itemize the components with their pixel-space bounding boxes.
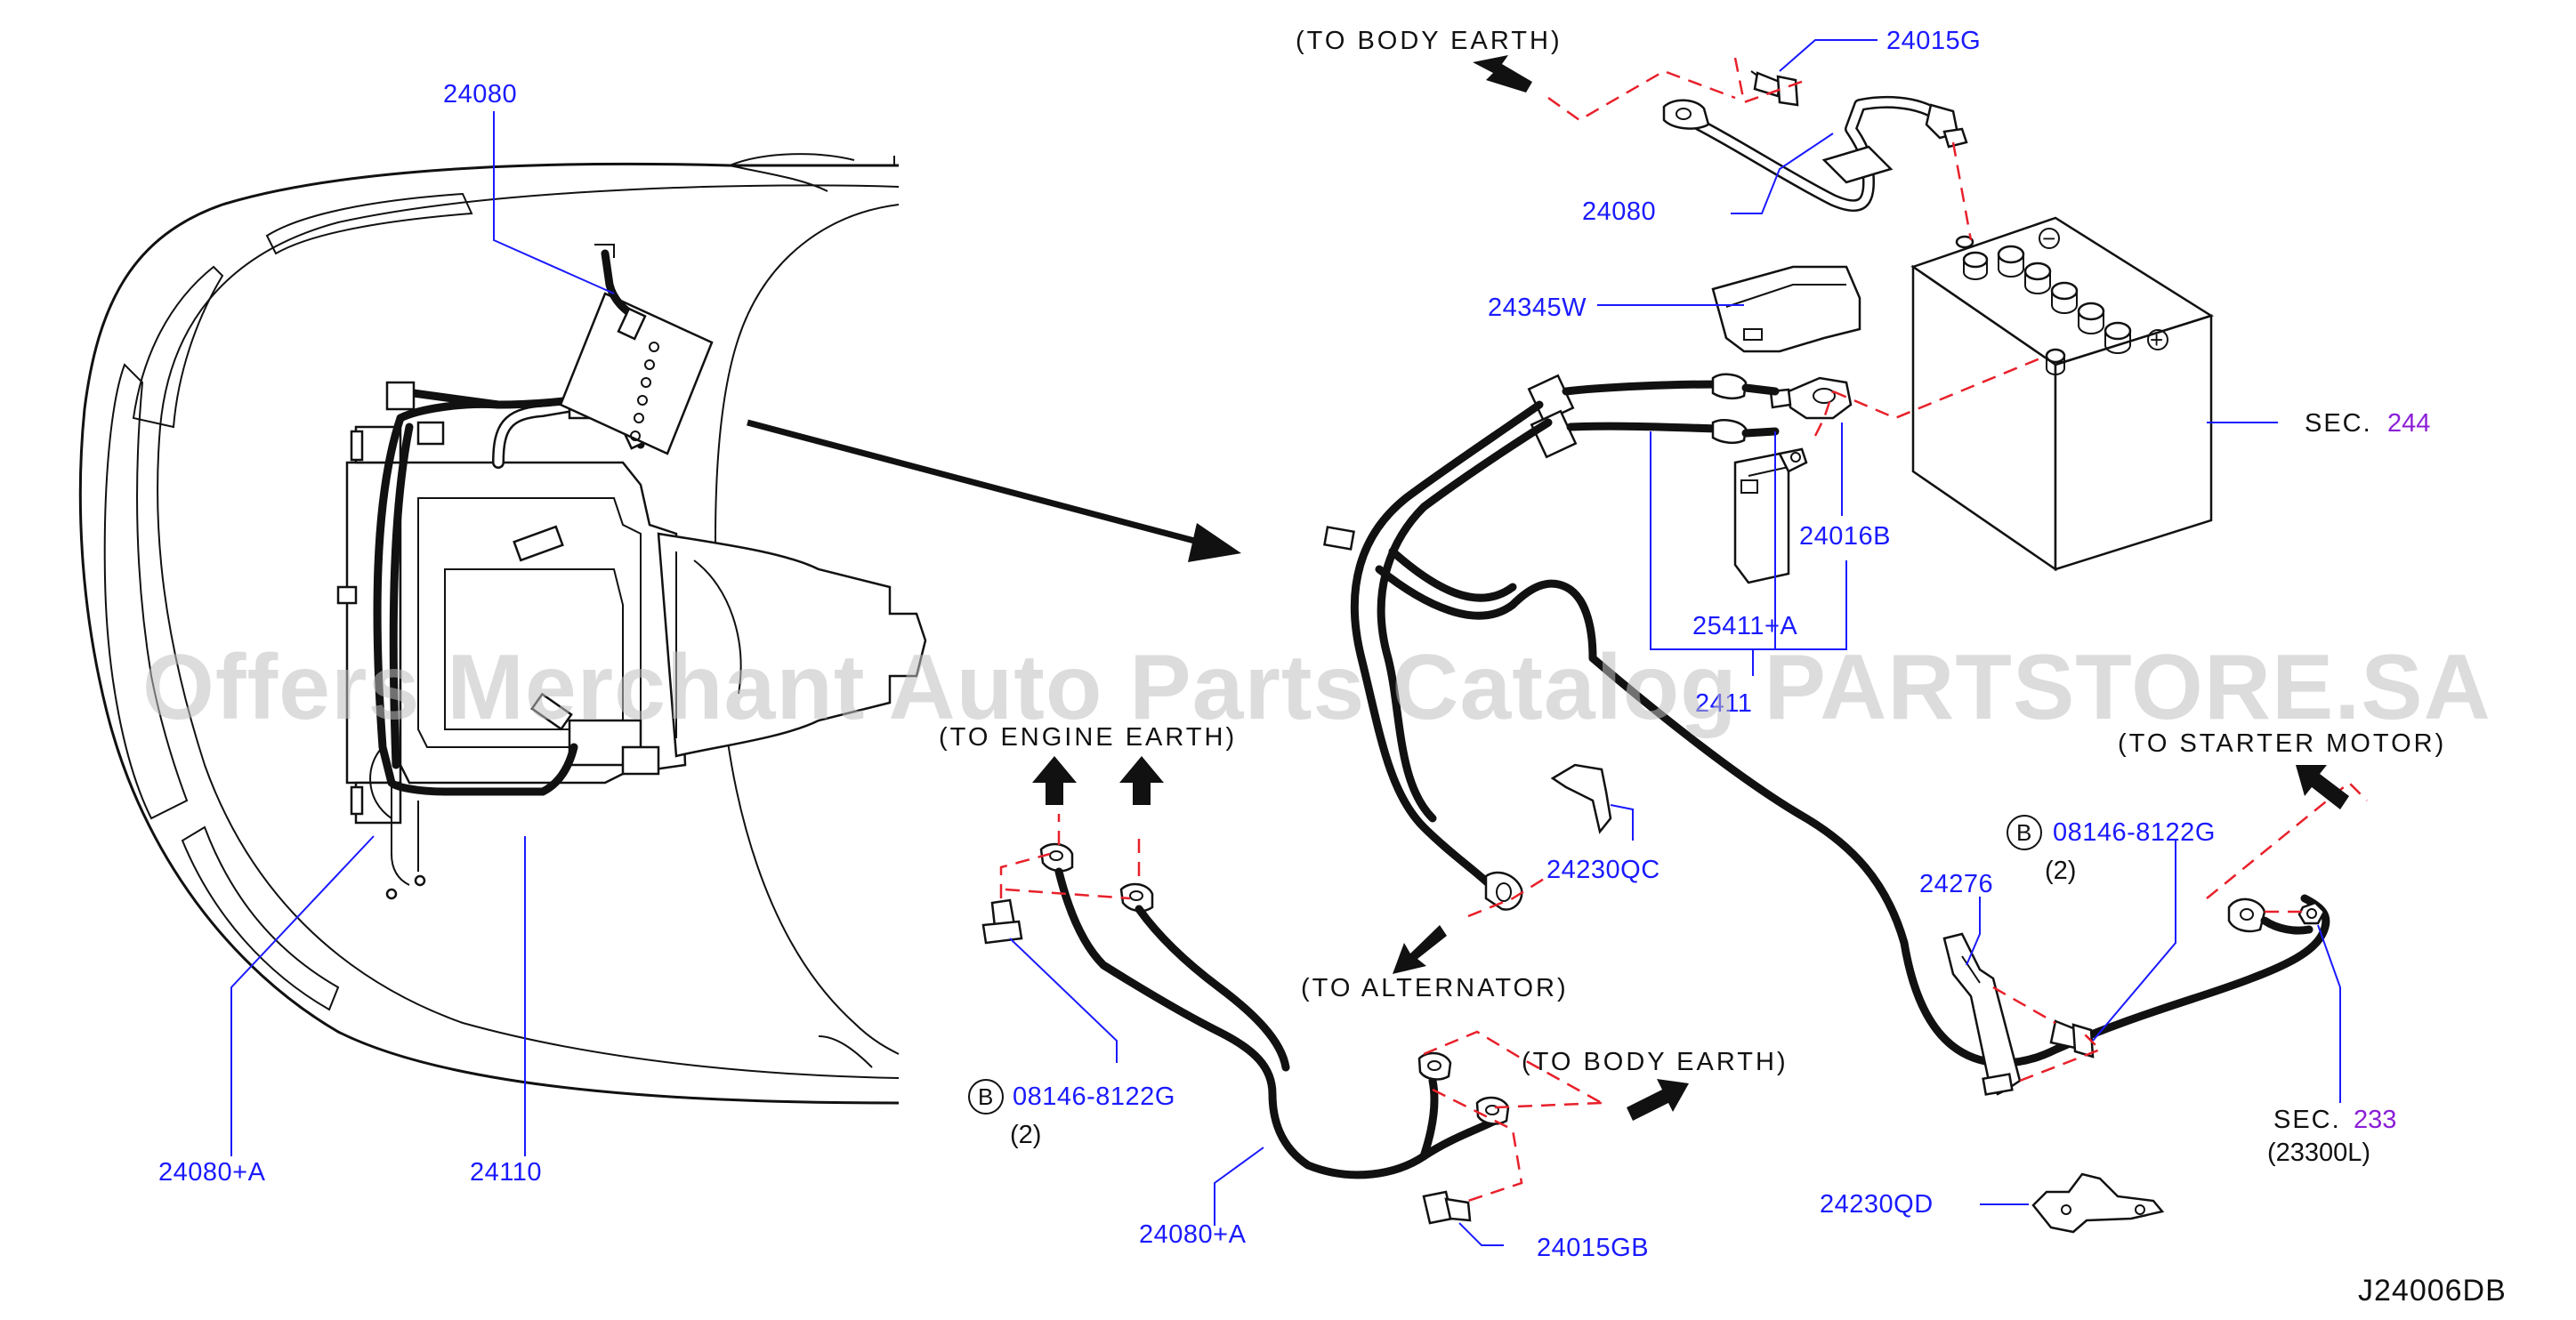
callout-08146-right[interactable]: 08146-8122G <box>2053 818 2216 847</box>
battery-terminals <box>1955 235 2132 375</box>
callout-24080A-left[interactable]: 24080+A <box>158 1158 266 1187</box>
callout-24080A-mid[interactable]: 24080+A <box>1139 1220 1247 1249</box>
leader-lines <box>230 39 2341 1246</box>
fusible-link-25411A <box>1733 447 1808 584</box>
qty-left: (2) <box>1010 1121 1041 1149</box>
note-to-starter-motor: (TO STARTER MOTOR) <box>2118 729 2446 758</box>
callout-24110[interactable]: 24110 <box>470 1158 542 1187</box>
battery: − + <box>1910 216 2214 572</box>
positive-clamp-24016B <box>1769 376 1853 420</box>
circle-b-left-label: B <box>978 1083 993 1110</box>
section-233-number[interactable]: 233 <box>2354 1106 2396 1134</box>
callout-24230QC[interactable]: 24230QC <box>1546 856 1660 884</box>
bolt-08146-left <box>981 898 1023 945</box>
ground-harness-24080A <box>1039 842 1510 1179</box>
callout-24015GB[interactable]: 24015GB <box>1537 1234 1649 1262</box>
nut-starter <box>2297 901 2326 925</box>
starter-terminal <box>2227 897 2314 935</box>
circle-b-right-label: B <box>2016 819 2031 846</box>
direction-arrows <box>1032 55 2349 1121</box>
negative-mark-circle <box>2039 228 2060 249</box>
section-233-label: SEC. <box>2273 1106 2341 1134</box>
battery-negative-mark: − <box>2042 225 2055 252</box>
note-to-alternator: (TO ALTERNATOR) <box>1301 974 1569 1002</box>
bracket-24230QC <box>1550 763 1612 834</box>
circle-b-right <box>2007 815 2042 850</box>
main-harness-24110 <box>1323 373 2330 1067</box>
positive-mark-circle <box>2147 329 2168 350</box>
callout-24276[interactable]: 24276 <box>1919 870 1993 898</box>
circle-b-left <box>968 1079 1004 1115</box>
zoom-arrow <box>747 419 1241 562</box>
assembly-guides <box>999 57 2368 1203</box>
arrow-to-starter-motor <box>2296 765 2349 809</box>
callout-24016B[interactable]: 24016B <box>1799 522 1891 551</box>
arrow-to-engine-earth-1 <box>1032 756 1077 805</box>
note-to-engine-earth: (TO ENGINE EARTH) <box>939 723 1237 752</box>
note-to-body-earth-top: (TO BODY EARTH) <box>1296 27 1563 55</box>
callout-24230QD[interactable]: 24230QD <box>1820 1190 1934 1219</box>
bracket-24230QD <box>2031 1172 2165 1234</box>
bolt-24015G <box>1750 70 1799 107</box>
arrow-to-body-earth-top <box>1473 55 1532 93</box>
callout-24080-right[interactable]: 24080 <box>1582 197 1656 226</box>
section-233-sub: (23300L) <box>2267 1139 2370 1167</box>
section-244-label: SEC. <box>2305 409 2372 438</box>
qty-right: (2) <box>2045 857 2076 885</box>
negative-cable-24080 <box>1662 95 1968 213</box>
callout-24015G[interactable]: 24015G <box>1886 27 1981 55</box>
bracket-24276 <box>1942 932 2022 1096</box>
callout-25411A[interactable]: 25411+A <box>1692 612 1797 640</box>
arrow-to-body-earth-bottom <box>1627 1079 1689 1121</box>
callout-08146-left[interactable]: 08146-8122G <box>1013 1083 1175 1111</box>
diagram-code: J24006DB <box>2358 1274 2507 1308</box>
callout-24110-partial[interactable]: 2411 <box>1695 689 1752 718</box>
bolt-08146-right <box>2049 1019 2095 1058</box>
vehicle-engine-bay <box>78 153 927 1105</box>
battery-positive-mark: + <box>2150 326 2163 353</box>
bolt-24015GB <box>1422 1190 1472 1225</box>
callout-24345W[interactable]: 24345W <box>1488 294 1587 322</box>
watermark: Offers Merchant Auto Parts Catalog PARTS… <box>142 636 2491 739</box>
section-244-number[interactable]: 244 <box>2387 409 2430 438</box>
terminal-cover-24345W <box>1711 265 1861 353</box>
arrow-to-engine-earth-2 <box>1119 756 1164 805</box>
note-to-body-earth-bottom: (TO BODY EARTH) <box>1522 1048 1789 1076</box>
callout-24080-left[interactable]: 24080 <box>443 80 517 109</box>
arrow-to-alternator <box>1393 925 1447 974</box>
